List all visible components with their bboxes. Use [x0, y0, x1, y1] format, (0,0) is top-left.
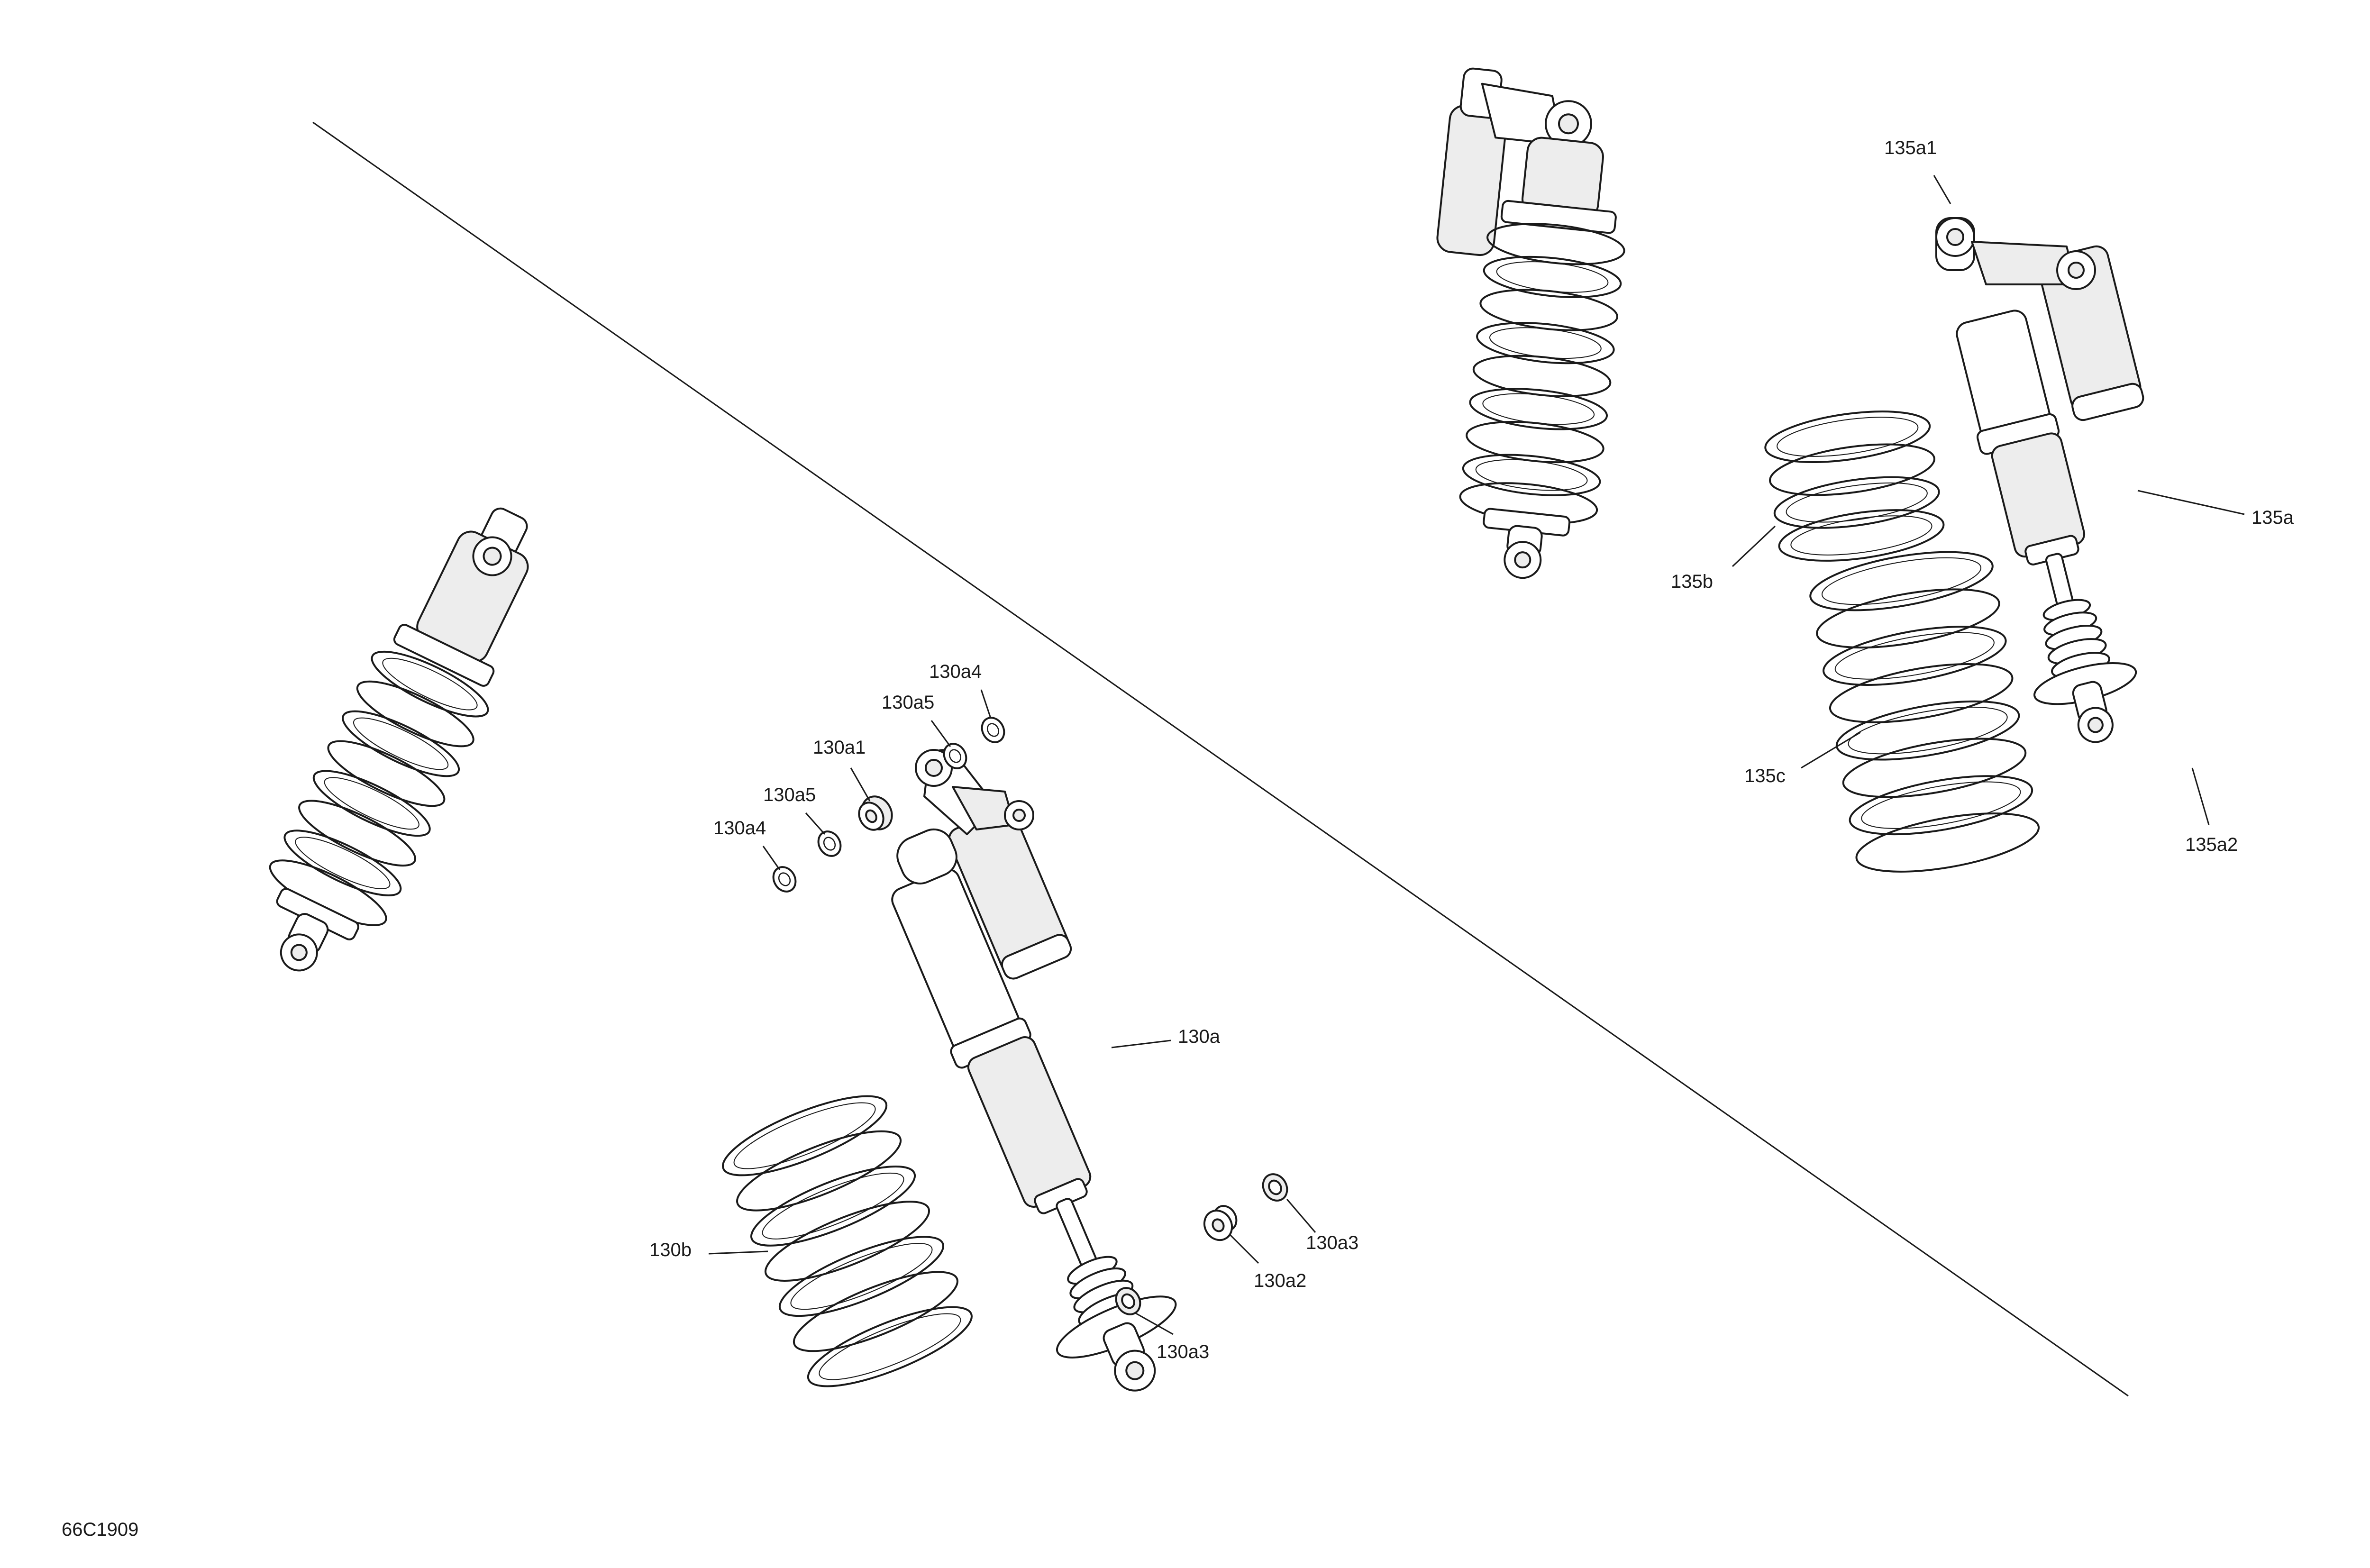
callout-130a5-left: 130a5	[763, 784, 816, 805]
leader-135a2	[2191, 767, 2210, 825]
callout-135a1: 135a1	[1884, 137, 1937, 158]
callout-130b: 130b	[649, 1240, 692, 1260]
figure-code: 66C1909	[62, 1519, 138, 1540]
callout-135a: 135a	[2252, 507, 2294, 528]
bushing-130a1	[858, 795, 893, 831]
leader-130a4-left	[762, 846, 781, 870]
callout-130a1: 130a1	[813, 737, 866, 758]
shock-135a-bumper	[2042, 599, 2110, 679]
shock-135a-top-eyelet	[1935, 217, 2096, 290]
section-divider-line	[312, 121, 2129, 1397]
shock-body-135a	[1956, 245, 2144, 743]
callout-135a2: 135a2	[2185, 834, 2238, 855]
leader-130b	[708, 1250, 768, 1255]
leader-130a4-top	[980, 689, 992, 719]
leader-135a1	[1933, 175, 1951, 204]
bushing-130a2	[1203, 1205, 1238, 1241]
assembled-shock-left	[269, 507, 529, 972]
washer-130a4-left	[772, 866, 797, 893]
leader-130a1	[850, 767, 871, 802]
washer-130a3-right	[1262, 1173, 1288, 1202]
callout-130a2: 130a2	[1254, 1270, 1306, 1291]
leader-lines	[708, 175, 2245, 1335]
callout-130a4-left: 130a4	[713, 818, 766, 839]
leader-135b	[1732, 525, 1776, 567]
callout-130a4-top: 130a4	[929, 661, 982, 682]
leader-130a3-left	[1135, 1312, 1174, 1335]
washer-130a5-left	[817, 830, 842, 857]
callout-130a3-right: 130a3	[1306, 1232, 1358, 1253]
callout-130a: 130a	[1178, 1026, 1221, 1047]
shock-body-130a	[891, 808, 1177, 1392]
assembled-shock-top-spring	[1459, 223, 1625, 525]
washer-130a3-left	[1115, 1287, 1141, 1315]
callout-130a5-top: 130a5	[882, 692, 934, 713]
spring-130b	[722, 1095, 973, 1387]
washer-130a4-top	[981, 717, 1005, 743]
leader-130a3-right	[1286, 1199, 1316, 1233]
callout-labels: 130a4 130a5 130a1 130a5 130a4 130a 130b …	[62, 137, 2294, 1540]
leader-135c	[1801, 731, 1861, 769]
callout-135c: 135c	[1744, 766, 1786, 786]
callout-135b: 135b	[1671, 571, 1713, 592]
leader-135a	[2137, 490, 2245, 515]
leader-130a5-top	[930, 720, 951, 747]
leader-130a2	[1229, 1234, 1259, 1264]
shock-130a-top-eyelet	[915, 749, 1034, 835]
assembled-shock-left-spring	[269, 650, 489, 926]
assembled-shock-top	[1436, 67, 1625, 579]
leader-130a	[1111, 1039, 1171, 1048]
spring-135c	[1809, 551, 2040, 873]
callout-130a3-left: 130a3	[1157, 1341, 1209, 1362]
leader-130a5-left	[805, 812, 826, 835]
spring-135b	[1764, 410, 1945, 562]
